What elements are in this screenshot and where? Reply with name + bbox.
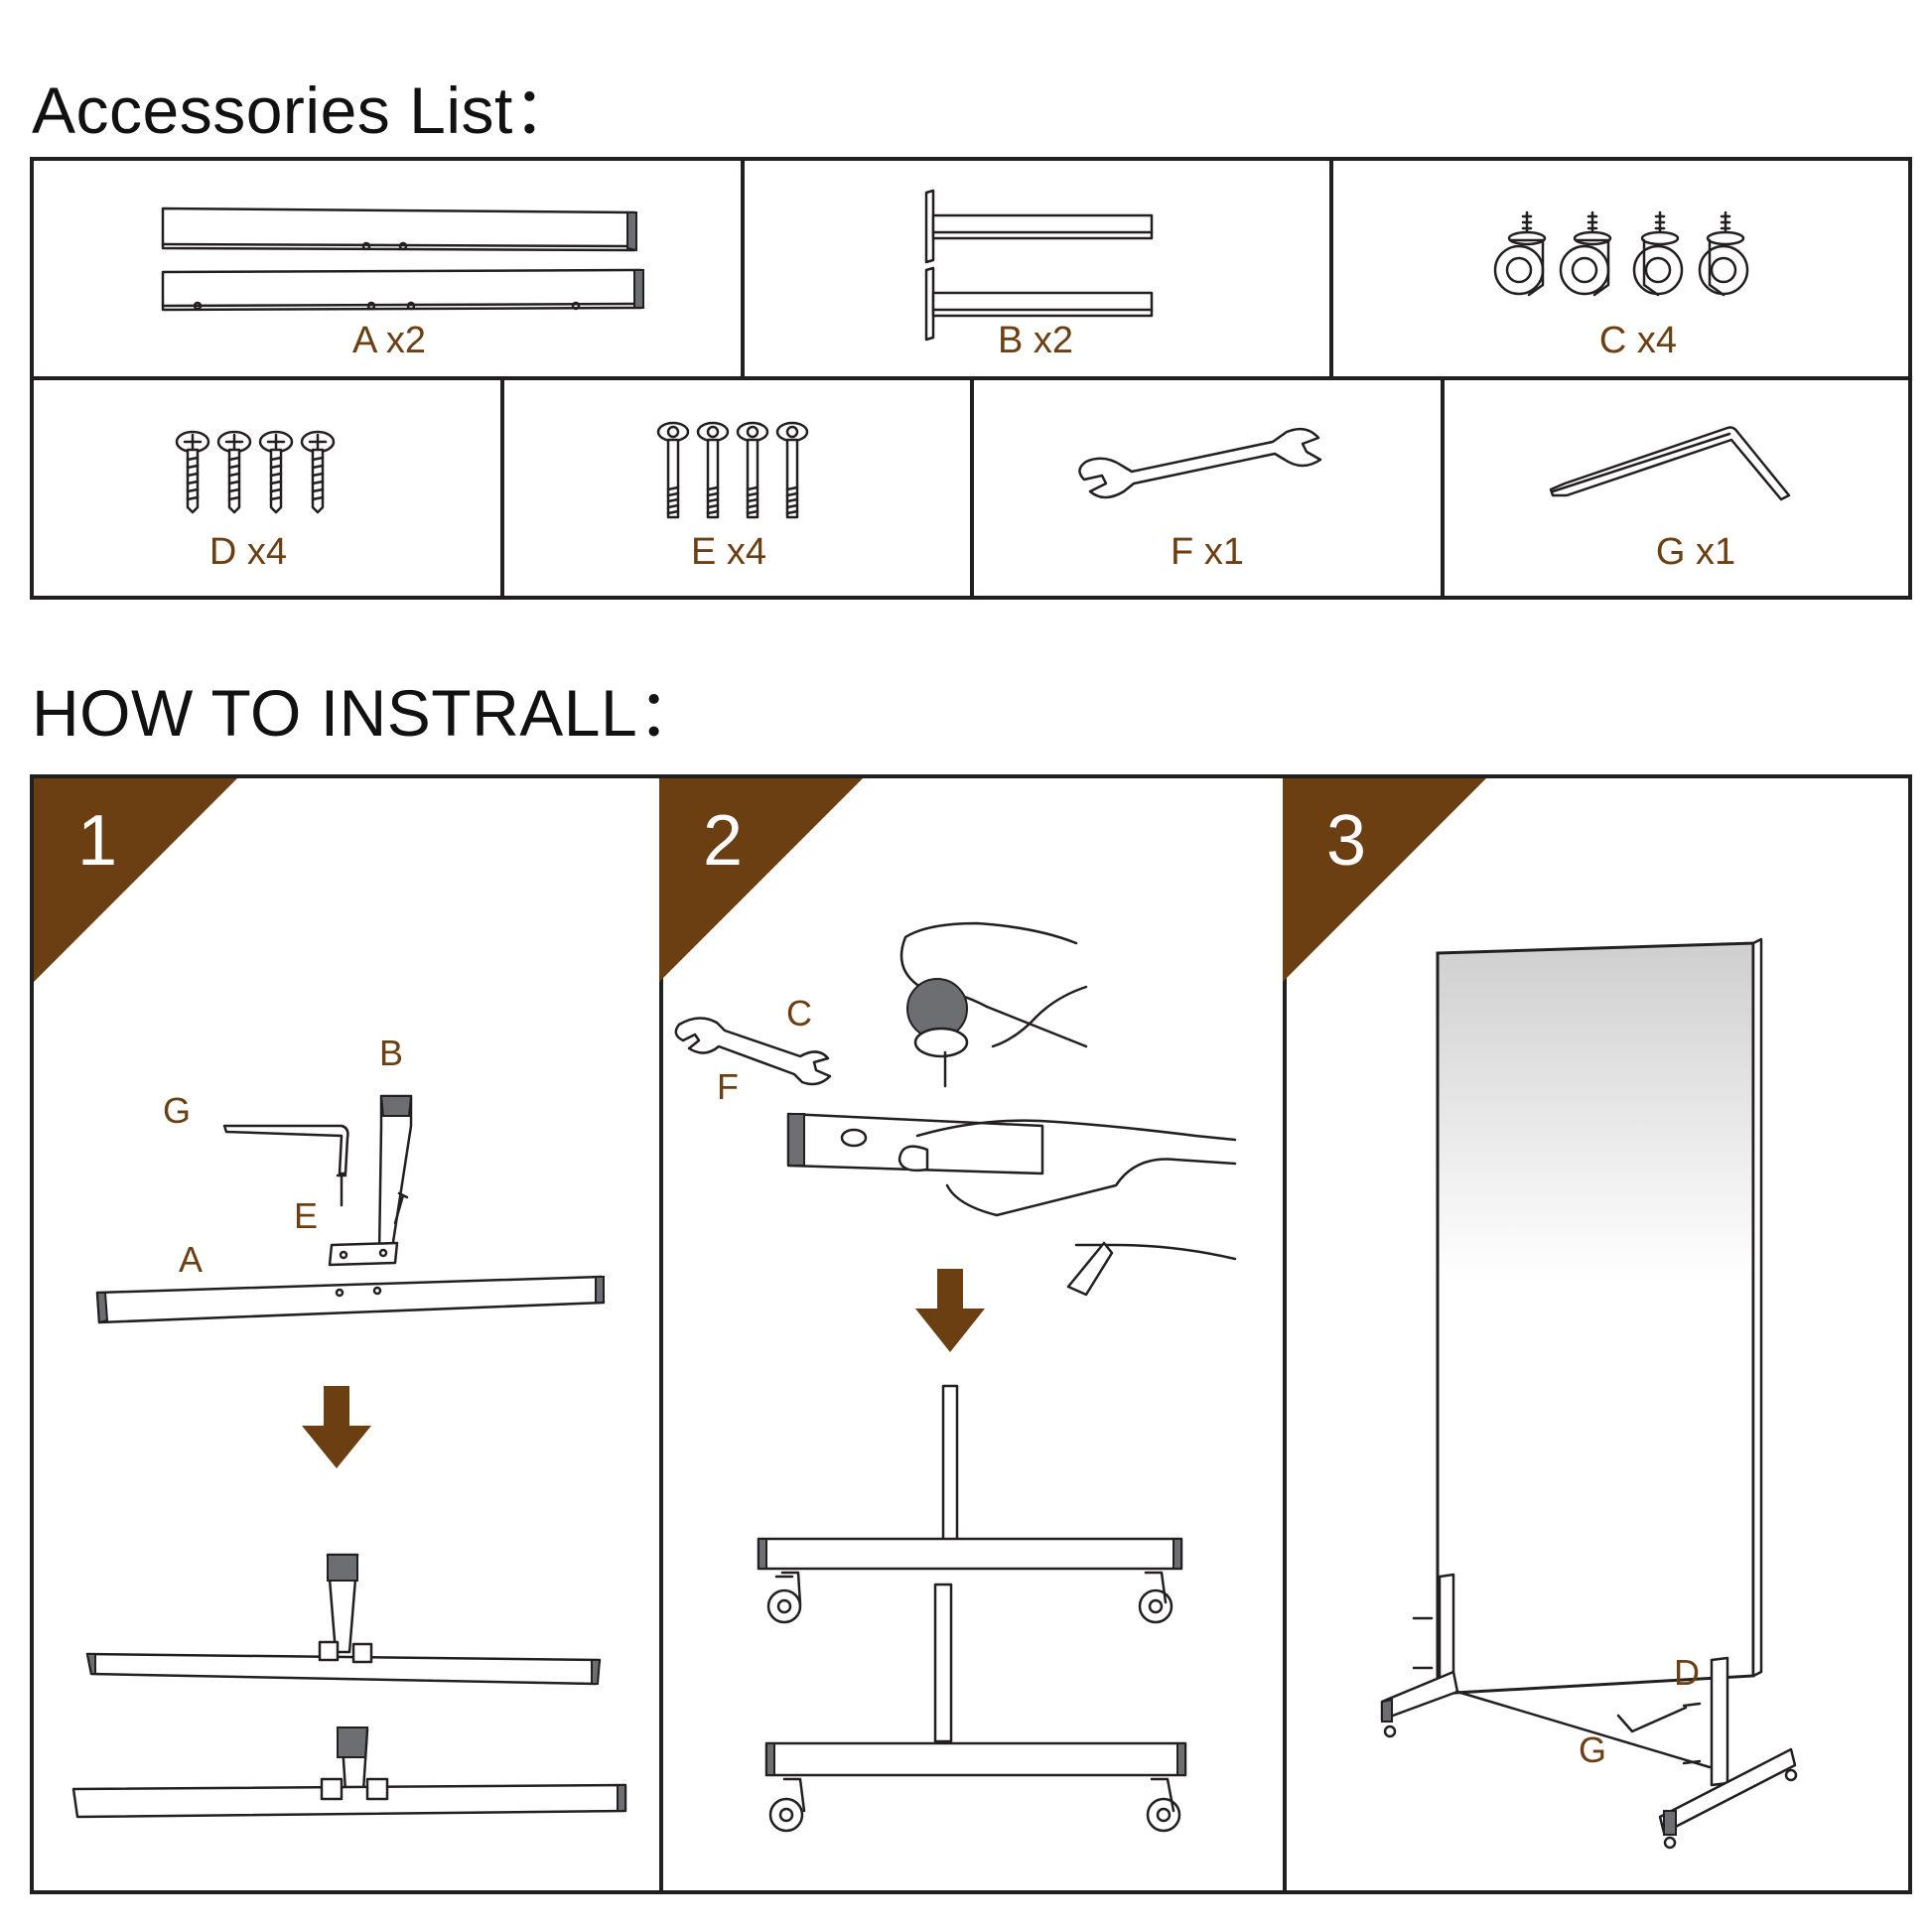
step-3-panel: 3 D G: [1283, 778, 1908, 1890]
wrench-f-icon: [1078, 427, 1322, 499]
step-3-diagram: [1380, 937, 1798, 1850]
cell-divider: [500, 378, 504, 596]
part-c-label: C x4: [1598, 320, 1678, 361]
step-1-callout-b: B: [379, 1033, 404, 1073]
caster-c-icon: [1493, 210, 1749, 297]
cell-divider: [1329, 161, 1333, 378]
step-1-callout-a: A: [179, 1239, 204, 1280]
hex-key-g-icon: [1549, 426, 1791, 501]
step-1-diagram: [71, 1094, 627, 1819]
step-1-callout-e: E: [294, 1195, 319, 1236]
part-g-cell: G x1: [1446, 380, 1908, 592]
part-e-cell: E x4: [504, 380, 967, 592]
step-3-badge: [1283, 778, 1486, 982]
step-2-panel: 2 C F: [659, 778, 1279, 1890]
step-3-number: 3: [1326, 801, 1367, 881]
step-1-number: 1: [77, 801, 118, 881]
step-3-callout-d: D: [1674, 1652, 1700, 1693]
part-d-label: D x4: [208, 531, 288, 573]
panel-divider: [1283, 778, 1287, 1890]
part-a-label: A x2: [352, 320, 426, 361]
part-a-cell: A x2: [34, 161, 737, 372]
part-b-label: B x2: [997, 320, 1074, 361]
step-1-badge: [34, 778, 237, 982]
part-d-cell: D x4: [34, 380, 496, 592]
bar-a-icon: [161, 207, 644, 312]
step-2-number: 2: [703, 801, 744, 881]
part-b-cell: B x2: [745, 161, 1326, 372]
cell-divider: [741, 161, 745, 378]
bracket-b-icon: [924, 189, 1154, 342]
cell-divider: [970, 378, 974, 596]
accessories-title: Accessories List：: [32, 73, 580, 147]
step-1-callout-g: G: [163, 1090, 192, 1131]
step-3-callout-g: G: [1579, 1729, 1607, 1770]
step-2-callout-c: C: [786, 993, 812, 1034]
step-1-panel: 1 B G E A: [34, 778, 655, 1890]
panel-divider: [659, 778, 663, 1890]
part-e-label: E x4: [690, 531, 767, 573]
step-2-diagram: [674, 921, 1237, 1833]
install-panels: [30, 774, 1912, 1894]
step-2-badge: [659, 778, 863, 982]
accessories-table: [30, 157, 1912, 600]
install-title: HOW TO INSTRALL：: [32, 676, 704, 750]
bolt-e-icon: [656, 421, 809, 519]
cell-divider: [1441, 378, 1445, 596]
part-f-label: F x1: [1171, 531, 1244, 573]
screw-d-icon: [175, 430, 336, 514]
part-c-cell: C x4: [1330, 161, 1908, 372]
part-g-label: G x1: [1655, 531, 1736, 573]
step-2-callout-f: F: [717, 1066, 739, 1107]
part-f-cell: F x1: [975, 380, 1438, 592]
